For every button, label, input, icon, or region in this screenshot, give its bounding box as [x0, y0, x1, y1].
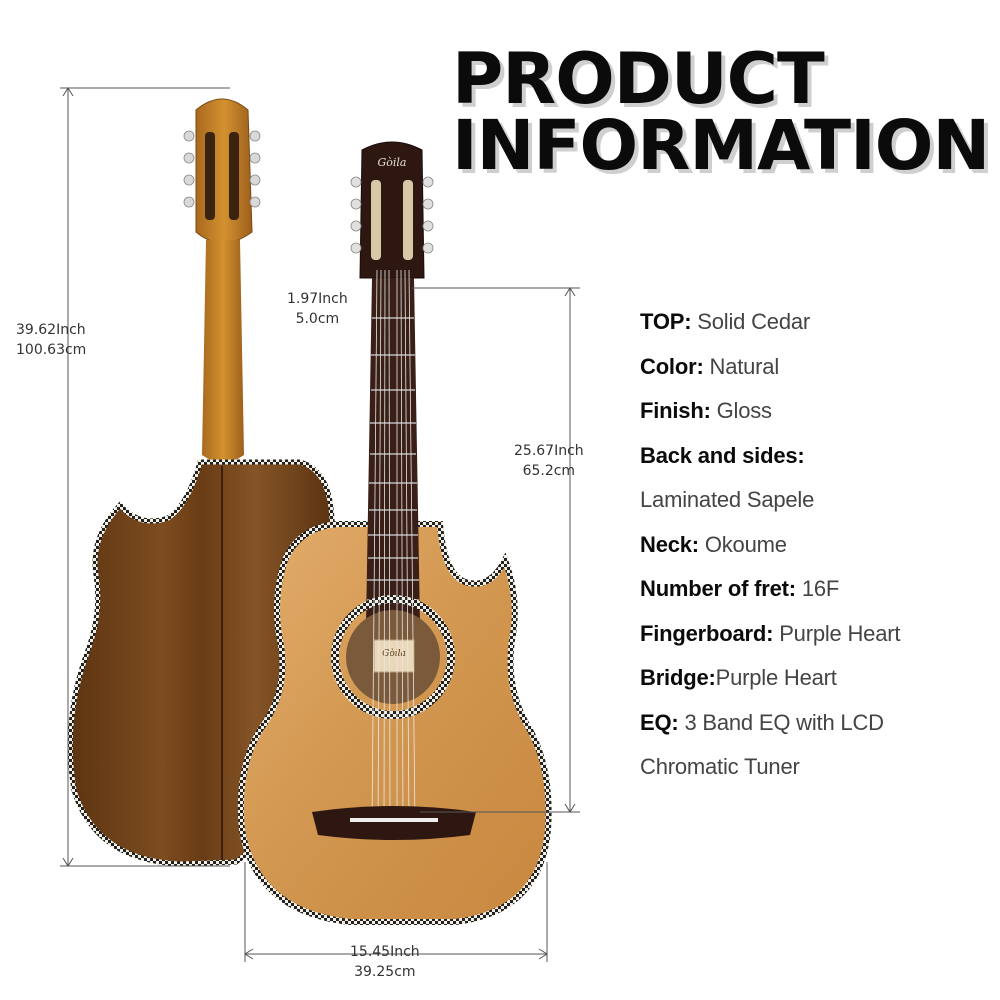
back-neck — [202, 240, 244, 463]
strings — [371, 269, 416, 827]
spec-key: Finish: — [640, 398, 711, 423]
spec-value: 16F — [801, 576, 840, 601]
dimension-body-width: 15.45Inch 39.25cm — [350, 942, 420, 982]
spec-row: Number of fret: 16F — [640, 567, 990, 612]
spec-row: Color: Natural — [640, 345, 990, 390]
dimension-width-cm: 39.25cm — [354, 964, 416, 980]
spec-key: TOP: — [640, 309, 692, 334]
spec-row: Laminated Sapele — [640, 478, 990, 523]
spec-value: Okoume — [704, 531, 787, 557]
spec-row: EQ: 3 Band EQ with LCD — [640, 701, 990, 746]
dimension-nut-width: 1.97Inch 5.0cm — [287, 289, 348, 329]
back-headstock — [195, 98, 253, 244]
spec-key: Fingerboard: — [640, 620, 774, 646]
spec-row: Bridge:Purple Heart — [640, 656, 990, 701]
spec-key: Back and sides: — [640, 442, 805, 468]
spec-value: 3 Band EQ with LCD — [684, 709, 884, 735]
dimension-total-inch: 39.62Inch — [16, 322, 86, 338]
spec-value: Laminated Sapele — [640, 487, 815, 512]
spec-row: Finish: Gloss — [640, 389, 990, 434]
spec-value: Natural — [709, 353, 780, 379]
spec-key: EQ: — [640, 709, 679, 735]
spec-row: Back and sides: — [640, 434, 990, 479]
title-line-information: INFORMATION — [452, 106, 990, 186]
rosette — [331, 595, 455, 719]
dimension-scale-length: 25.67Inch 65.2cm — [514, 441, 584, 481]
dimension-total-cm: 100.63cm — [16, 342, 87, 358]
headstock-logo: Gòila — [377, 156, 406, 169]
spec-row: Chromatic Tuner — [640, 745, 990, 790]
spec-list: TOP: Solid Cedar Color: Natural Finish: … — [640, 300, 990, 790]
spec-key: Number of fret: — [640, 576, 796, 601]
spec-value: Gloss — [716, 398, 772, 423]
title-line-product: PRODUCT — [452, 38, 825, 120]
guitar-front-view: Gòila Gòila — [237, 141, 552, 925]
dimension-nut-cm: 5.0cm — [295, 311, 340, 327]
dimension-width-inch: 15.45Inch — [350, 944, 420, 960]
bridge — [312, 806, 476, 840]
spec-value: Solid Cedar — [697, 309, 811, 334]
spec-value: Chromatic Tuner — [640, 754, 800, 779]
dimension-scale-cm: 65.2cm — [522, 463, 576, 479]
dimension-total-length: 39.62Inch 100.63cm — [16, 320, 86, 360]
spec-value: Purple Heart — [779, 620, 901, 646]
spec-key: Bridge: — [640, 665, 716, 690]
dimension-lines — [60, 87, 580, 962]
inner-label-logo: Gòila — [382, 648, 406, 659]
spec-key: Neck: — [640, 531, 699, 557]
spec-row: TOP: Solid Cedar — [640, 300, 990, 345]
dimension-nut-inch: 1.97Inch — [287, 291, 348, 307]
spec-value: Purple Heart — [715, 665, 837, 690]
spec-row: Neck: Okoume — [640, 523, 990, 568]
dimension-scale-inch: 25.67Inch — [514, 443, 584, 459]
spec-row: Fingerboard: Purple Heart — [640, 612, 990, 657]
spec-key: Color: — [640, 353, 704, 379]
